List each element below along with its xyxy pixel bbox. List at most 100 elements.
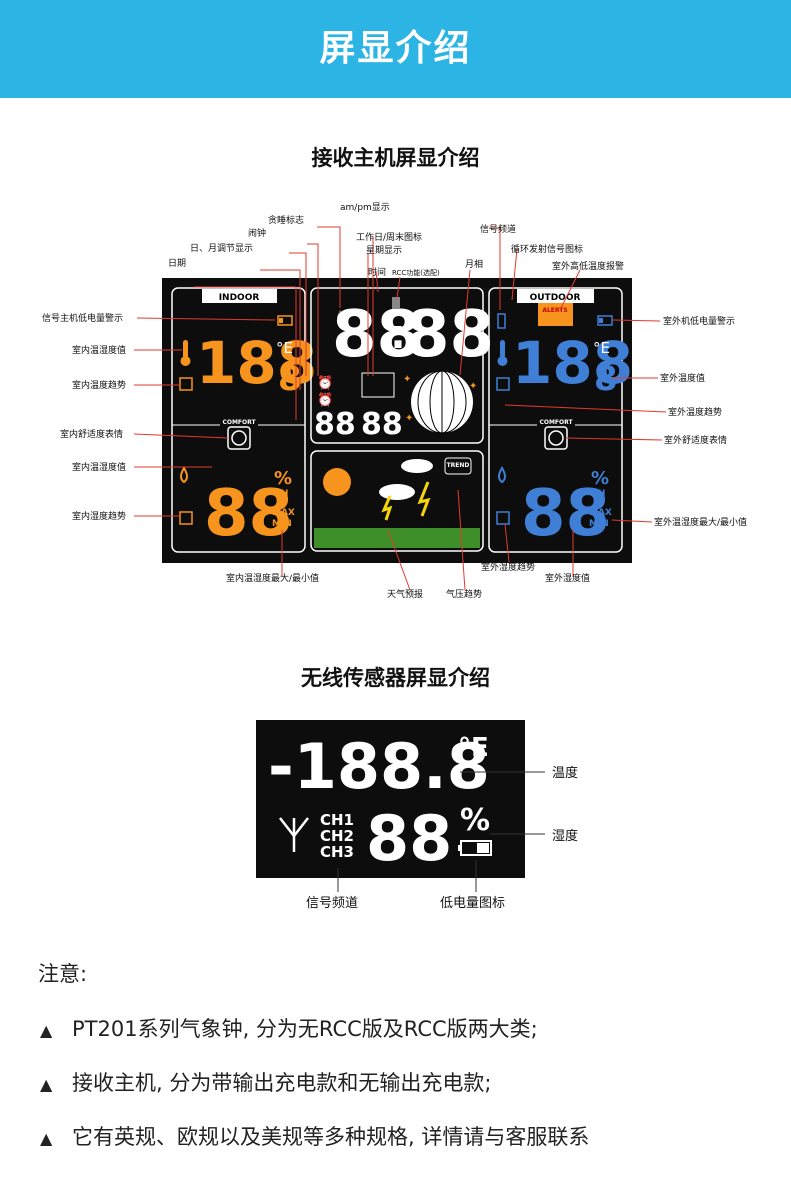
label-cycle: 循环发射信号图标 (511, 243, 583, 255)
label-out-hum: 室外湿度值 (545, 572, 590, 584)
section-title-receiver: 接收主机屏显介绍 (311, 146, 480, 170)
note-item-2: ▲接收主机, 分为带输出充电款和无输出充电款; (40, 1071, 492, 1095)
outdoor-rh: RH (591, 489, 605, 499)
notes-heading: 注意: (38, 962, 88, 986)
label-date: 日期 (168, 258, 186, 269)
indoor-label: INDOOR (219, 293, 260, 303)
sensor-diagram: -188.8 °E 88 % CH1 CH2 CH3 温度 湿度 信号频道 低电… (256, 720, 578, 911)
label-ampm: am/pm显示 (340, 202, 390, 213)
outdoor-thermometer-icon (497, 340, 508, 366)
svg-text:✦: ✦ (469, 381, 477, 392)
label-out-low-batt: 室外机低电量警示 (663, 315, 735, 327)
rcc-icon (392, 297, 400, 309)
svg-text:⏰: ⏰ (317, 391, 333, 408)
alerts-box (538, 303, 573, 326)
indoor-rh: RH (274, 489, 288, 499)
receiver-diagram: INDOOR 188 8 °E COMFORT 88 % RH MAX MIN … (42, 202, 747, 600)
channel-icon (497, 313, 506, 329)
date-day: 88 (314, 407, 356, 442)
page-title: 屏显介绍 (319, 28, 472, 69)
svg-text:✦: ✦ (405, 413, 413, 424)
grass (314, 528, 480, 548)
label-in-trend: 室内温度趋势 (72, 379, 126, 391)
label-alarm: 闹钟 (248, 227, 266, 239)
sensor-temp-unit: °E (458, 733, 489, 763)
label-in-maxmin: 室内温湿度最大/最小值 (226, 572, 319, 584)
sensor-hum-digits: 88 (366, 802, 452, 875)
trend-icon (444, 457, 472, 475)
outdoor-panel (488, 287, 623, 553)
ch2-label: CH2 (320, 827, 354, 845)
label-alarm-out: 室外高低温度报警 (552, 260, 624, 272)
triangle-icon: ▲ (40, 1075, 53, 1094)
indoor-temp-trend-icon (179, 377, 193, 391)
note-item-1: ▲PT201系列气象钟, 分为无RCC版及RCC版两大类; (40, 1017, 538, 1041)
lightning-icon (417, 481, 431, 517)
label-sensor-temp: 温度 (552, 765, 578, 781)
label-in-hum-trend: 室内湿度趋势 (72, 510, 126, 522)
label-in-hum: 室内温湿度值 (72, 461, 126, 473)
label-out-temp: 室外温度值 (660, 372, 705, 384)
label-sensor-channel: 信号频道 (306, 896, 358, 911)
thermometer-icon (180, 340, 191, 366)
clock-hours: 88 (332, 298, 421, 372)
note-item-3: ▲它有英规、欧规以及美规等多种规格, 详情请与客服联系 (40, 1125, 590, 1149)
indoor-hum-trend-icon (179, 511, 193, 525)
section-title-sensor: 无线传感器屏显介绍 (301, 666, 490, 690)
label-out-trend: 室外温度趋势 (668, 406, 722, 418)
label-workday: 工作日/周末图标 (356, 231, 422, 243)
label-weekday: 星期显示 (366, 245, 402, 256)
am-indicator: A (337, 310, 344, 320)
label-date-adj: 日、月调节显示 (190, 243, 253, 254)
drop-icon (180, 466, 188, 484)
label-in-temp: 室内温湿度值 (72, 344, 126, 356)
label-out-maxmin: 室外温湿度最大/最小值 (654, 516, 747, 528)
sensor-temp-digits: -188.8 (268, 730, 490, 803)
triangle-icon: ▲ (40, 1129, 53, 1148)
label-snooze: 贪睡标志 (268, 214, 304, 226)
outdoor-pct: % (591, 468, 609, 489)
label-time: 时间 (368, 266, 386, 278)
outdoor-drop-icon (498, 466, 506, 484)
indoor-battery-icon (277, 315, 293, 326)
alerts-label: ALERTS (542, 307, 567, 314)
clock-minutes: 88 (405, 298, 494, 372)
label-out-hum-trend: 室外湿度趋势 (481, 561, 535, 573)
moon-icon (411, 370, 473, 434)
indoor-pct: % (274, 468, 292, 489)
label-moon: 月相 (465, 258, 483, 270)
trend-label: TREND (447, 462, 470, 469)
outdoor-hum-digits: 88 (521, 477, 610, 551)
ch3-label: CH3 (320, 843, 354, 861)
outdoor-temp-trend-icon (496, 377, 510, 391)
antenna-icon (279, 817, 309, 852)
sun-icon (323, 468, 351, 496)
label-out-comfort: 室外舒适度表情 (664, 434, 727, 446)
forecast-panel (310, 450, 484, 552)
indoor-hum-digits: 88 (204, 477, 293, 551)
outdoor-temp-digits: 188 (512, 329, 633, 397)
label-forecast: 天气预报 (387, 588, 423, 600)
indoor-min: MIN (272, 519, 292, 529)
sensor-pct: % (460, 803, 490, 838)
label-in-comfort: 室内舒适度表情 (60, 428, 123, 440)
outdoor-comfort-label: COMFORT (539, 419, 573, 426)
outdoor-battery-icon (597, 315, 613, 326)
label-rcc: RCC功能(选配) (392, 268, 440, 277)
outdoor-min: MIN (589, 519, 609, 529)
ch1-label: CH1 (320, 811, 354, 829)
clock-colon: : (390, 312, 406, 358)
alarm-icon: ⏰ (317, 374, 333, 391)
svg-text:✦: ✦ (403, 374, 411, 385)
indoor-temp-decimal: 8 (278, 359, 302, 399)
indoor-temp-unit: °E (276, 339, 293, 357)
clock-panel (310, 287, 484, 444)
cloud-icon (401, 459, 433, 473)
date-month: 88 (361, 407, 403, 442)
label-in-low-batt: 信号主机低电量警示 (42, 312, 123, 324)
label-sensor-hum: 湿度 (552, 828, 578, 844)
label-pressure: 气压趋势 (446, 588, 482, 600)
outdoor-temp-unit: °E (593, 339, 610, 357)
label-sensor-battery: 低电量图标 (440, 896, 505, 911)
outdoor-label: OUTDOOR (530, 293, 581, 303)
